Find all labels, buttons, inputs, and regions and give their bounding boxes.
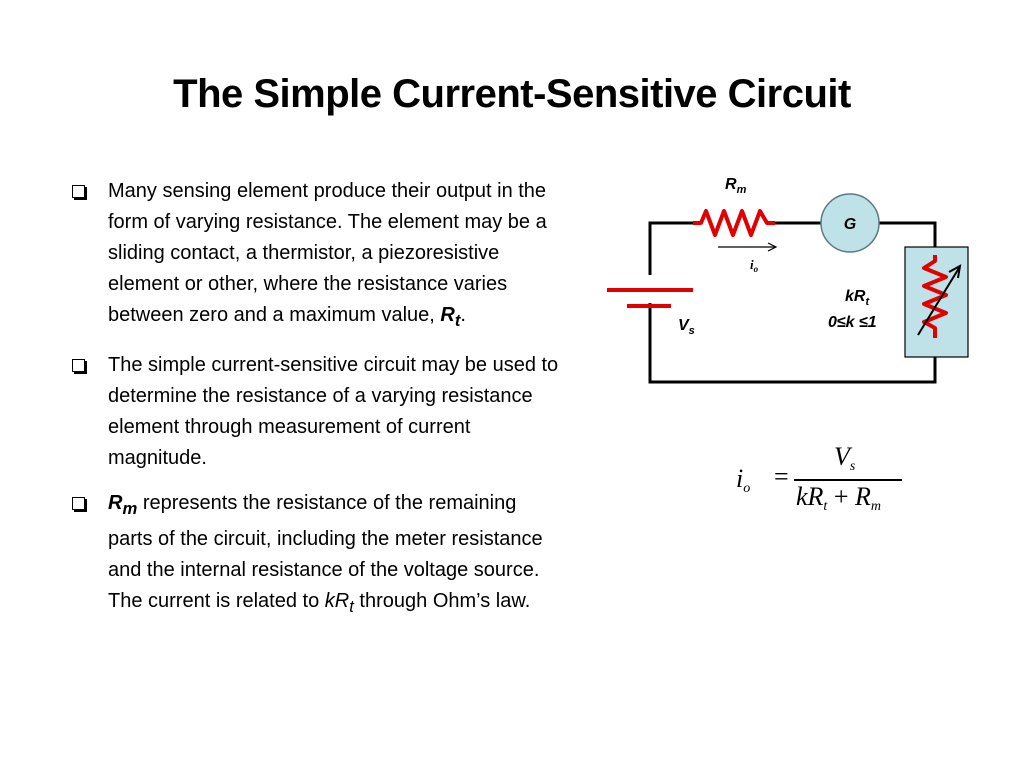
eq-denominator: kRt + Rm bbox=[796, 482, 881, 514]
krt-var: kR bbox=[324, 590, 350, 612]
bullet-text: represents the resistance of the remaini… bbox=[108, 492, 543, 612]
slide-title: The Simple Current-Sensitive Circuit bbox=[173, 72, 851, 116]
variable-arrow-head-icon bbox=[948, 264, 962, 279]
current-label: io bbox=[750, 257, 759, 274]
k-range-label: 0≤k ≤1 bbox=[828, 314, 877, 331]
rm-label: Rm bbox=[725, 176, 747, 196]
checkbox-bullet-icon bbox=[72, 359, 85, 372]
eq-fraction-bar bbox=[794, 479, 902, 481]
bullet-item-1: Many sensing element produce their outpu… bbox=[72, 176, 562, 336]
wire-top-left bbox=[648, 221, 693, 275]
rm-resistor bbox=[693, 209, 775, 237]
krt-sub: t bbox=[349, 597, 354, 616]
krt-label: kRt bbox=[845, 288, 870, 308]
eq-lhs: io bbox=[736, 464, 751, 496]
bullet-text-end: . bbox=[460, 304, 466, 326]
bullet-item-3: Rm represents the resistance of the rema… bbox=[72, 488, 562, 622]
circuit-diagram: Rm io G Vs kRt 0≤k ≤1 bbox=[607, 176, 969, 384]
bullet-text: The simple current-sensitive circuit may… bbox=[108, 354, 559, 469]
rm-sub: m bbox=[122, 499, 138, 518]
variable-resistor-zigzag bbox=[922, 255, 948, 338]
variable-resistor-box bbox=[904, 246, 969, 358]
eq-equals: = bbox=[774, 462, 789, 491]
current-arrow-head-icon bbox=[767, 242, 778, 252]
rm-var: R bbox=[108, 492, 123, 514]
checkbox-bullet-icon bbox=[72, 185, 85, 198]
rt-sub: t bbox=[454, 311, 461, 330]
bullet-item-2: The simple current-sensitive circuit may… bbox=[72, 350, 562, 474]
bullet-text-end: through Ohm’s law. bbox=[353, 590, 531, 612]
wire-bottom bbox=[648, 303, 937, 384]
rt-var: R bbox=[440, 304, 455, 326]
meter-label: G bbox=[844, 216, 856, 233]
wire-top-right bbox=[879, 221, 937, 247]
bullet-text: Many sensing element produce their outpu… bbox=[108, 180, 547, 326]
bullet-list: Many sensing element produce their outpu… bbox=[72, 176, 562, 636]
variable-arrow-line bbox=[917, 267, 960, 336]
checkbox-bullet-icon bbox=[72, 497, 85, 510]
eq-numerator: Vs bbox=[834, 442, 856, 474]
galvanometer-icon bbox=[820, 193, 880, 253]
vs-label: Vs bbox=[678, 317, 695, 337]
